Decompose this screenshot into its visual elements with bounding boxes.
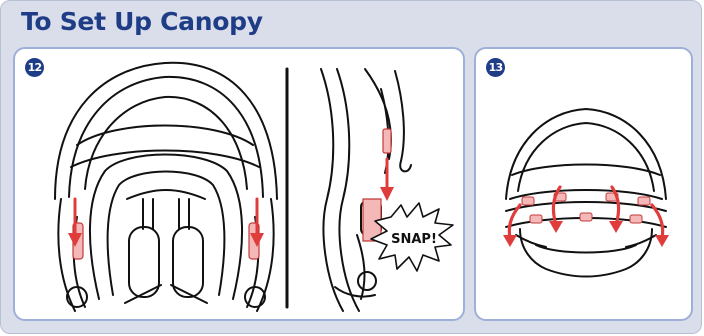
step-12-panel: 12	[13, 47, 465, 321]
snap-callout-text: SNAP!	[391, 232, 437, 247]
section-title: To Set Up Canopy	[21, 7, 263, 36]
step-13-panel: 13	[474, 47, 693, 321]
step-13-illustration	[476, 49, 693, 321]
step-12-illustration: SNAP!	[15, 49, 465, 321]
